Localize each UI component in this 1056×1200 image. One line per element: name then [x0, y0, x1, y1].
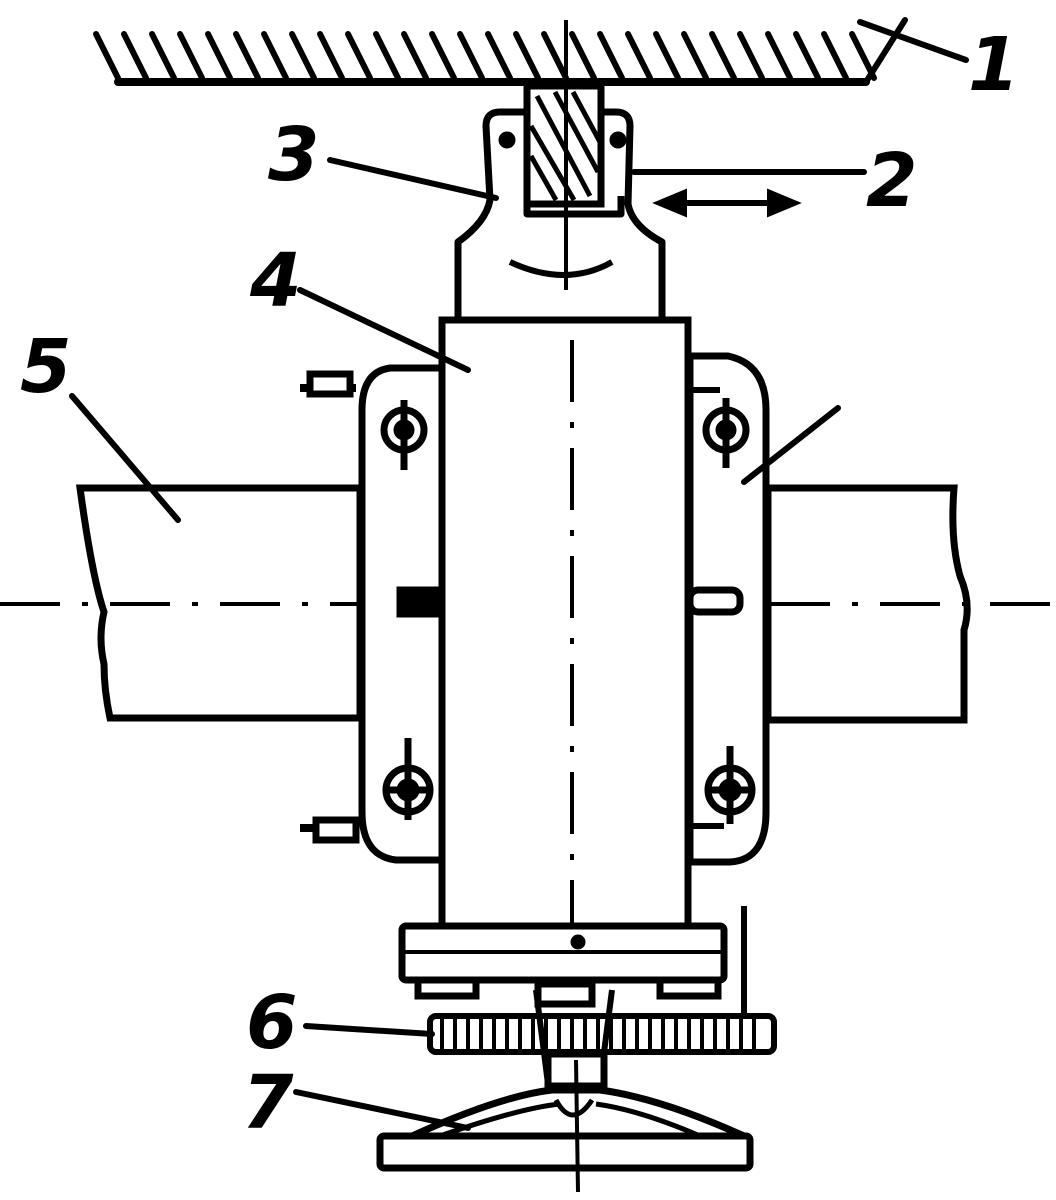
hatch-mark — [149, 31, 177, 81]
hatch-mark — [373, 31, 401, 81]
hatch-mark — [681, 31, 709, 81]
ceiling-support — [93, 17, 908, 86]
label-5: 5 — [20, 324, 72, 410]
leader-lines — [69, 19, 969, 1131]
hatch-mark — [93, 31, 121, 81]
hatch-mark — [569, 31, 597, 81]
clamp-screw-bottom-right — [704, 746, 756, 824]
hatch-mark — [401, 31, 429, 81]
direction-arrow — [652, 188, 802, 218]
hatch-mark — [513, 31, 541, 81]
hatch-mark — [345, 31, 373, 81]
label-6: 6 — [246, 980, 298, 1066]
hatch-mark — [429, 31, 457, 81]
hatch-mark — [177, 31, 205, 81]
clamp-screw-bottom-left — [382, 738, 434, 820]
hatch-mark — [625, 31, 653, 81]
hatch-mark — [205, 31, 233, 81]
flange-plate — [398, 906, 747, 1016]
hatch-mark — [597, 31, 625, 81]
hatch-mark — [317, 31, 345, 81]
label-3: 3 — [268, 112, 320, 198]
label-7: 7 — [242, 1060, 294, 1146]
housing — [438, 316, 692, 990]
label-1: 1 — [968, 22, 1020, 108]
hatch-mark — [541, 31, 569, 81]
hatch-mark — [485, 31, 513, 81]
slider-block — [523, 20, 605, 290]
hatch-mark — [233, 31, 261, 81]
clamp-bracket-left — [300, 364, 446, 864]
clamp-screw-top-right — [702, 398, 750, 468]
clamp-screw-top-left — [380, 400, 428, 470]
hatch-mark — [709, 31, 737, 81]
hatch-mark — [765, 31, 793, 81]
hatch-mark — [821, 31, 849, 81]
handwheel — [376, 1050, 754, 1193]
fork-clevis — [454, 108, 666, 320]
label-2: 2 — [866, 138, 918, 224]
hatch-mark — [793, 31, 821, 81]
hatch-mark — [653, 31, 681, 81]
label-4: 4 — [249, 238, 302, 324]
hatch-mark — [737, 31, 765, 81]
hatch-mark — [457, 31, 485, 81]
hatch-mark — [121, 31, 149, 81]
hatch-mark — [261, 31, 289, 81]
hatch-mark — [289, 31, 317, 81]
part-labels: 1 2 3 4 5 6 7 — [20, 22, 1020, 1146]
